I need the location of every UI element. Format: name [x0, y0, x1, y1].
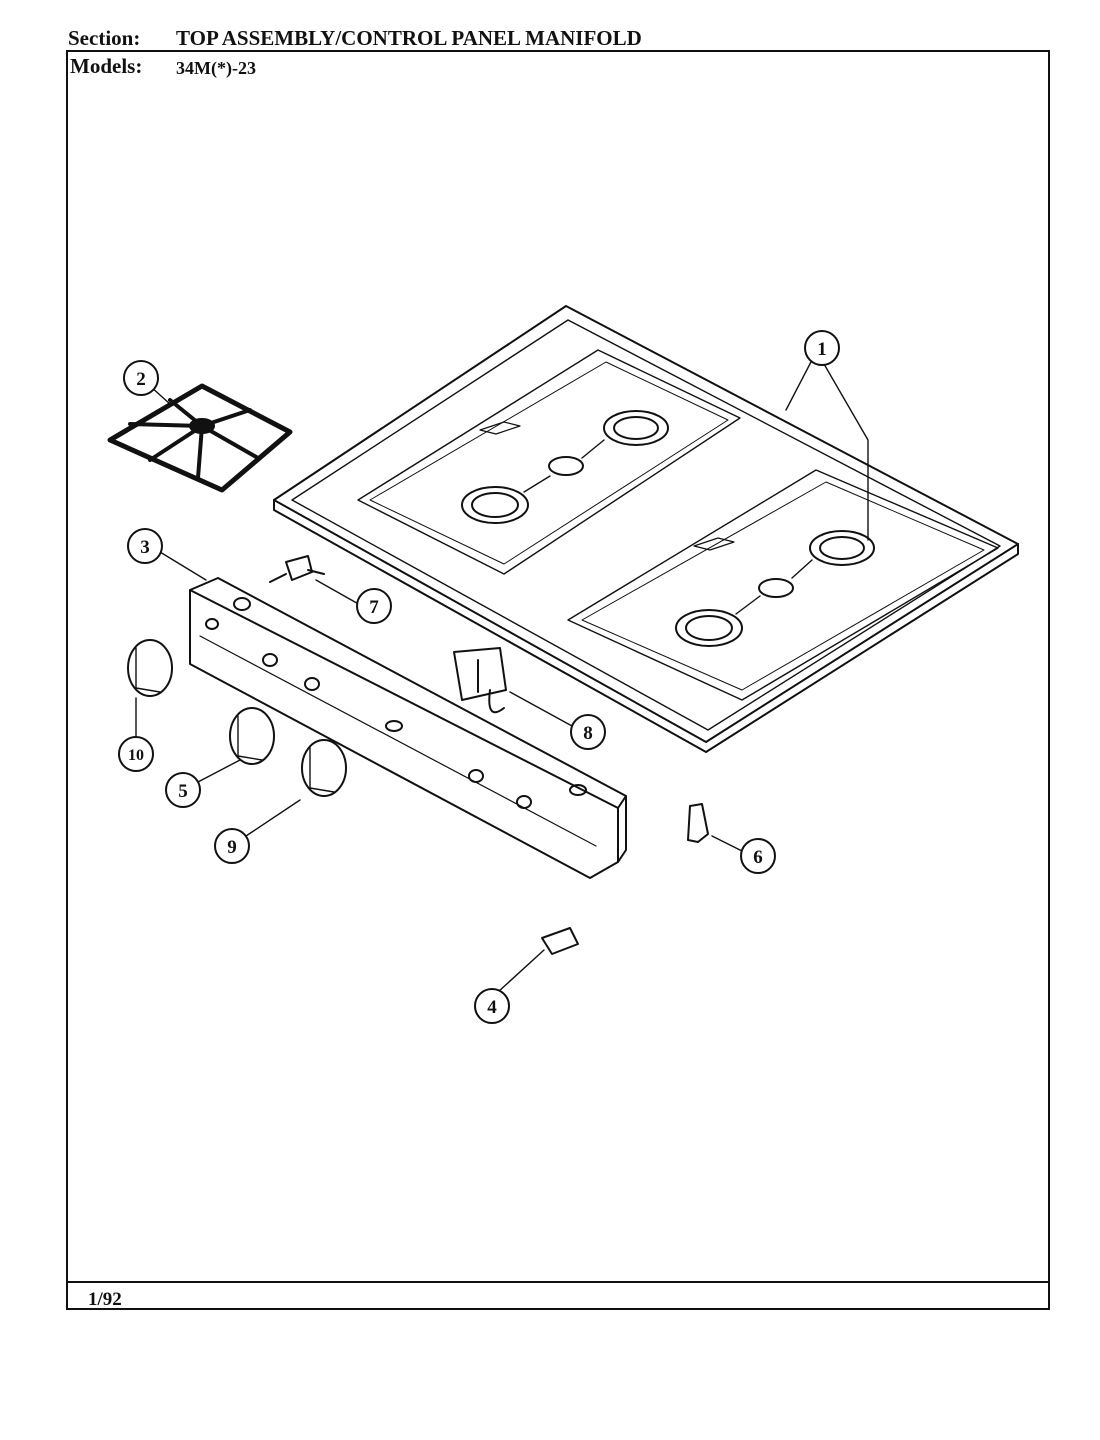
callout-1: 1: [804, 330, 840, 366]
callout-3: 3: [127, 528, 163, 564]
svg-text:4: 4: [487, 997, 497, 1018]
knob-part-10: [127, 639, 173, 697]
svg-text:1: 1: [817, 339, 827, 360]
control-panel-manifold-part: [189, 577, 627, 879]
callout-2: 2: [123, 360, 159, 396]
footer-divider: [66, 1281, 1050, 1283]
knob-part-5: [229, 707, 275, 765]
svg-text:2: 2: [136, 369, 146, 390]
callout-7: 7: [356, 588, 392, 624]
part-7-valve: [269, 555, 325, 583]
knob-part-9: [301, 739, 347, 797]
svg-text:5: 5: [178, 781, 188, 802]
callout-labels: 1 2 3 4 5 6 7 8: [118, 330, 840, 1024]
models-label: Models:: [70, 54, 143, 78]
part-8-switch: [453, 647, 507, 714]
leader-lines: [135, 359, 869, 993]
part-4-clip: [541, 927, 579, 955]
part-6-bracket: [687, 803, 709, 843]
callout-9: 9: [214, 828, 250, 864]
callout-10: 10: [118, 736, 154, 772]
callout-8: 8: [570, 714, 606, 750]
burner-grate-part: [107, 383, 293, 493]
callout-4: 4: [474, 988, 510, 1024]
section-label: Section:: [68, 26, 141, 50]
footer-date: 1/92: [88, 1289, 122, 1310]
svg-text:9: 9: [227, 837, 237, 858]
svg-text:3: 3: [140, 537, 150, 558]
svg-text:8: 8: [583, 723, 593, 744]
svg-text:7: 7: [369, 597, 379, 618]
section-title: TOP ASSEMBLY/CONTROL PANEL MANIFOLD: [176, 26, 642, 50]
cooktop-part: [273, 305, 1019, 753]
callout-5: 5: [165, 772, 201, 808]
svg-text:6: 6: [753, 847, 763, 868]
svg-text:10: 10: [128, 747, 144, 764]
callout-6: 6: [740, 838, 776, 874]
diagram-frame: [66, 50, 1050, 1310]
models-value: 34M(*)-23: [176, 58, 256, 78]
